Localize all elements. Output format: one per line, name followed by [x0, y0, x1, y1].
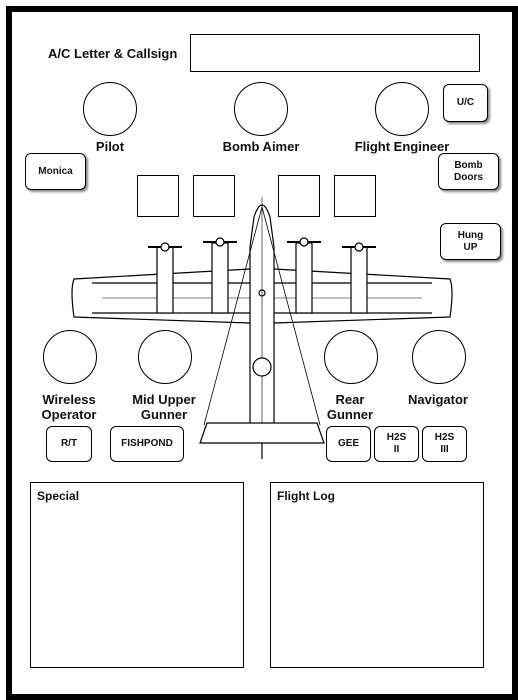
bomb-doors-button[interactable]: Bomb Doors: [438, 153, 499, 190]
rear-gunner-slot[interactable]: [324, 330, 378, 384]
monica-button[interactable]: Monica: [25, 153, 86, 190]
callsign-label: A/C Letter & Callsign: [48, 46, 178, 61]
rear-gunner-label-2: Gunner: [326, 407, 374, 422]
rear-gunner-label: Rear Gunner: [312, 392, 388, 422]
rt-label: R/T: [60, 438, 78, 449]
bomb-bay-box-3[interactable]: [278, 175, 320, 217]
hung-up-label-2: UP: [463, 241, 478, 253]
rt-button[interactable]: R/T: [46, 426, 92, 462]
flight-log-title: Flight Log: [277, 489, 335, 503]
navigator-slot[interactable]: [412, 330, 466, 384]
crew-board: A/C Letter & Callsign Pilot Bomb Aimer F…: [6, 6, 518, 700]
wireless-operator-label: Wireless Operator: [24, 392, 114, 422]
undercarriage-label: U/C: [456, 97, 475, 108]
bomb-doors-label-2: Doors: [454, 171, 483, 183]
bomb-bay-box-2[interactable]: [193, 175, 235, 217]
h2s-iii-label-2: III: [440, 444, 449, 455]
pilot-label: Pilot: [95, 139, 125, 154]
bomb-bay-box-1[interactable]: [137, 175, 179, 217]
fishpond-button[interactable]: FISHPOND: [110, 426, 184, 462]
flight-log-panel[interactable]: Flight Log: [270, 482, 484, 668]
bomb-aimer-label: Bomb Aimer: [222, 139, 300, 154]
gee-label: GEE: [337, 438, 360, 449]
hung-up-button[interactable]: Hung UP: [440, 223, 501, 260]
bomb-aimer-slot[interactable]: [234, 82, 288, 136]
special-title: Special: [37, 489, 80, 503]
mid-upper-gunner-label-1: Mid Upper: [132, 392, 196, 407]
wireless-operator-label-2: Operator: [41, 407, 97, 422]
navigator-label: Navigator: [408, 392, 468, 407]
h2s-ii-label-1: H2S: [386, 432, 407, 443]
undercarriage-button[interactable]: U/C: [443, 84, 488, 122]
pilot-slot[interactable]: [83, 82, 137, 136]
lancaster-bomber-icon: [71, 197, 453, 459]
h2s-iii-label-1: H2S: [434, 432, 455, 443]
mid-upper-gunner-label: Mid Upper Gunner: [116, 392, 212, 422]
rear-gunner-label-1: Rear: [335, 392, 365, 407]
bomb-doors-label-1: Bomb: [454, 159, 483, 171]
bomb-bay-box-4[interactable]: [334, 175, 376, 217]
flight-engineer-slot[interactable]: [375, 82, 429, 136]
mid-upper-gunner-slot[interactable]: [138, 330, 192, 384]
special-panel[interactable]: Special: [30, 482, 244, 668]
mid-upper-gunner-label-2: Gunner: [140, 407, 188, 422]
flight-engineer-label: Flight Engineer: [354, 139, 450, 154]
wireless-operator-label-1: Wireless: [42, 392, 96, 407]
h2s-ii-button[interactable]: H2S II: [374, 426, 419, 462]
wireless-operator-slot[interactable]: [43, 330, 97, 384]
callsign-field[interactable]: [190, 34, 480, 72]
fishpond-label: FISHPOND: [121, 438, 173, 449]
h2s-ii-label-2: II: [393, 444, 400, 455]
monica-label: Monica: [38, 165, 73, 177]
hung-up-label-1: Hung: [457, 229, 484, 241]
gee-button[interactable]: GEE: [326, 426, 371, 462]
h2s-iii-button[interactable]: H2S III: [422, 426, 467, 462]
